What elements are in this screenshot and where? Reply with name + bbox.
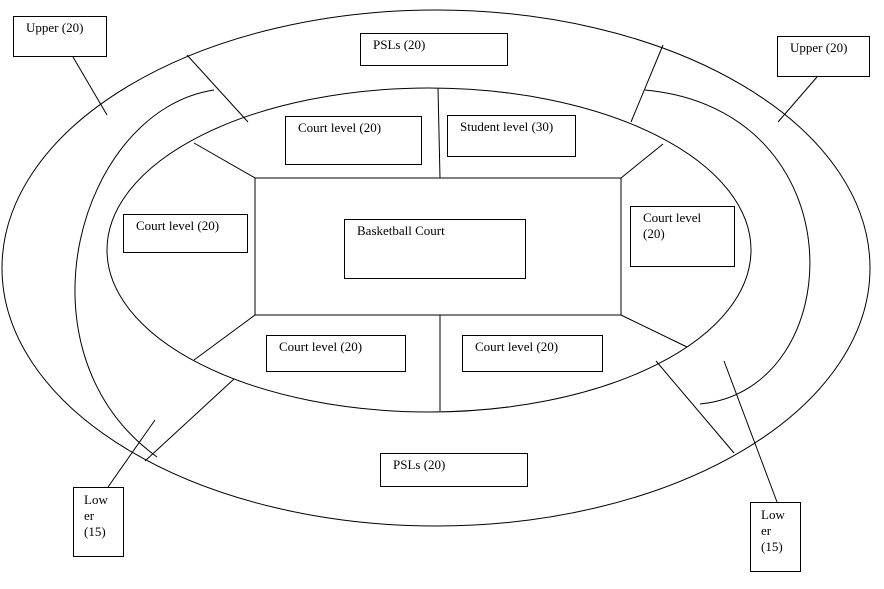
- student-level-label: Student level (30): [447, 115, 576, 157]
- court-bottom-left-label: Court level (20): [266, 335, 406, 372]
- divider-top-center: [437, 87, 441, 179]
- inner-ring: [106, 87, 752, 413]
- left-lower-arc: [74, 89, 215, 458]
- upper-right-text: Upper (20): [790, 40, 848, 55]
- leader-lower-right: [723, 360, 778, 503]
- divider-top-right: [620, 143, 664, 179]
- psl-top-label: PSLs (20): [360, 33, 508, 66]
- court-bottom-left-text: Court level (20): [279, 339, 363, 354]
- upper-left-text: Upper (20): [26, 20, 84, 35]
- divider-bottom-left: [193, 314, 256, 361]
- divider-top-left: [193, 142, 256, 179]
- lower-left-text-line2: er: [84, 508, 95, 523]
- court-top-label: Court level (20): [285, 116, 422, 165]
- court-right-text-line1: Court level: [643, 210, 702, 225]
- lower-right-text-line1: Low: [761, 507, 785, 522]
- psl-bottom-text: PSLs (20): [393, 457, 446, 472]
- court-right-label: Court level (20): [630, 206, 735, 267]
- court-top-text: Court level (20): [298, 120, 382, 135]
- court-left-label: Court level (20): [123, 214, 248, 253]
- right-lower-arc: [644, 89, 811, 405]
- psl-bottom-label: PSLs (20): [380, 453, 528, 487]
- divider-lower-left: [144, 378, 235, 462]
- student-level-text: Student level (30): [460, 119, 554, 134]
- leader-lower-left: [107, 419, 156, 488]
- leader-upper-right: [777, 76, 818, 123]
- court-boundary: [254, 177, 622, 316]
- lower-right-text-line2: er: [761, 523, 772, 538]
- upper-left-label: Upper (20): [13, 16, 107, 57]
- lower-left-label: Low er (15): [73, 487, 124, 557]
- upper-right-label: Upper (20): [777, 36, 870, 77]
- basketball-court-label: Basketball Court: [344, 219, 526, 279]
- basketball-court-text: Basketball Court: [357, 223, 445, 238]
- divider-lower-right: [655, 360, 735, 454]
- lower-right-label: Low er (15): [750, 502, 801, 572]
- psl-top-text: PSLs (20): [373, 37, 426, 52]
- divider-upper-left: [186, 54, 249, 123]
- court-left-text: Court level (20): [136, 218, 220, 233]
- lower-left-text-line3: (15): [84, 524, 106, 539]
- outer-ring: [1, 9, 871, 527]
- court-right-text-line2: (20): [643, 226, 665, 241]
- leader-upper-left: [72, 56, 108, 116]
- court-bottom-right-text: Court level (20): [475, 339, 559, 354]
- lower-right-text-line3: (15): [761, 539, 783, 554]
- divider-upper-right: [630, 44, 664, 123]
- lower-left-text-line1: Low: [84, 492, 108, 507]
- court-bottom-right-label: Court level (20): [462, 335, 603, 372]
- divider-bottom-right: [620, 314, 688, 348]
